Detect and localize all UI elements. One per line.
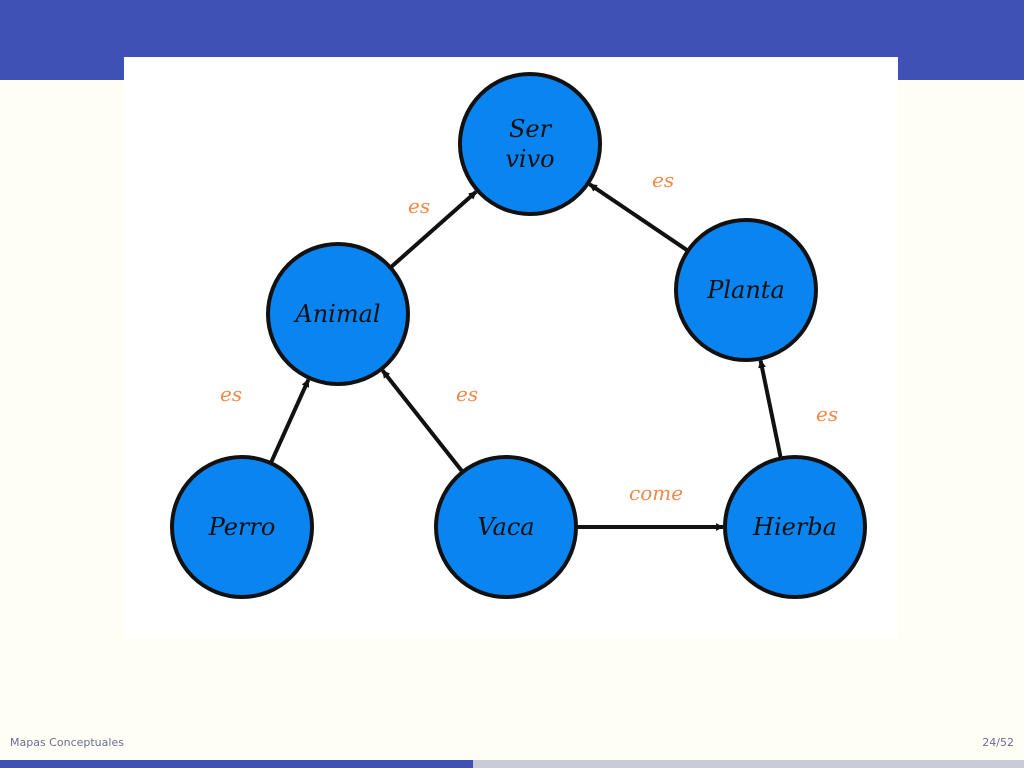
edge-label-vaca-to-animal: es <box>456 382 478 406</box>
node-label-vaca: Vaca <box>477 513 534 541</box>
node-circle-ser-vivo <box>458 72 602 216</box>
edge-arrow-vaca-to-animal <box>381 369 465 474</box>
edge-label-planta-to-ser-vivo: es <box>652 168 674 192</box>
node-planta: Planta <box>674 218 818 362</box>
progress-bar <box>0 760 1024 768</box>
node-circle-animal <box>266 242 410 386</box>
edge-label-vaca-to-hierba: come <box>629 481 683 505</box>
footer-title: Mapas Conceptuales <box>10 736 124 749</box>
edge-arrow-hierba-to-planta <box>758 359 783 459</box>
node-label-ser-vivo: vivo <box>505 145 554 173</box>
edge-label-perro-to-animal: es <box>220 382 242 406</box>
edge-label-hierba-to-planta: es <box>816 402 838 426</box>
edge-arrow-planta-to-ser-vivo <box>588 182 690 253</box>
node-circle-hierba <box>723 455 867 599</box>
progress-bar-fill <box>0 760 474 768</box>
edge-arrow-animal-to-ser-vivo <box>389 190 478 270</box>
node-label-perro: Perro <box>208 513 276 541</box>
node-vaca: Vaca <box>434 455 578 599</box>
node-label-hierba: Hierba <box>752 513 837 541</box>
page-number: 24/52 <box>982 736 1014 749</box>
node-hierba: Hierba <box>723 455 867 599</box>
edge-label-animal-to-ser-vivo: es <box>408 194 430 218</box>
node-label-animal: Animal <box>293 300 380 328</box>
node-circle-perro <box>170 455 314 599</box>
node-label-planta: Planta <box>706 276 785 304</box>
edge-arrow-perro-to-animal <box>268 378 311 465</box>
node-label-ser-vivo: Ser <box>509 115 553 143</box>
node-animal: Animal <box>266 242 410 386</box>
node-circle-vaca <box>434 455 578 599</box>
node-circle-planta <box>674 218 818 362</box>
node-perro: Perro <box>170 455 314 599</box>
